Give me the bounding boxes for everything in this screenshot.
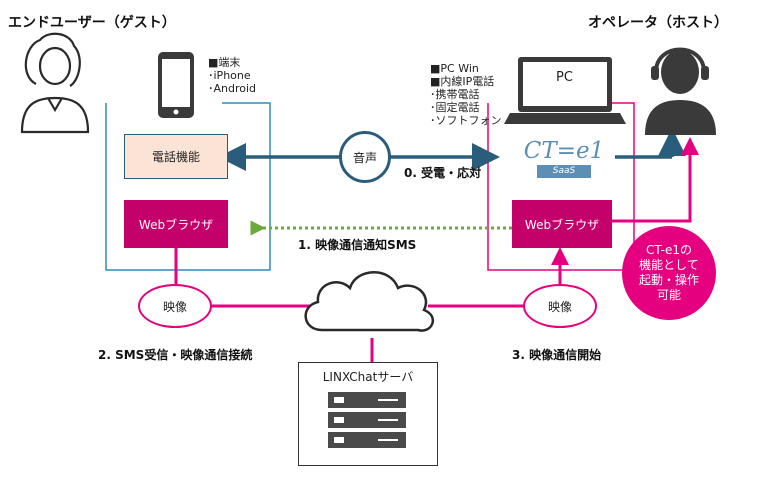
voice-label: 音声 bbox=[352, 150, 377, 165]
phone-function-label: 電話機能 bbox=[151, 150, 200, 164]
operator-browser-box: Webブラウザ bbox=[512, 200, 612, 248]
operator-device-list: ■PC Win ■内線IP電話 ･携帯電話 ･固定電話 ･ソフトフォン bbox=[430, 62, 502, 127]
browser-to-operator-line bbox=[612, 137, 699, 223]
badge-line: 可能 bbox=[656, 288, 681, 302]
device-item: ･固定電話 bbox=[430, 101, 480, 114]
end-user-device-list: ■端末 ･iPhone ･Android bbox=[208, 56, 256, 95]
user-browser-label: Webブラウザ bbox=[138, 217, 214, 232]
end-user-person-icon bbox=[20, 32, 90, 134]
ct-e1-capability-badge: CT-e1の 機能として 起動・操作 可能 bbox=[622, 226, 716, 320]
device-item: ･ソフトフォン bbox=[430, 114, 502, 127]
operator-person-icon bbox=[645, 47, 716, 135]
cloud-icon bbox=[304, 271, 435, 332]
ct-e1-logo-sub: SaaS bbox=[537, 165, 591, 178]
video-left-label: 映像 bbox=[162, 299, 187, 314]
step1-label: 1. 映像通信通知SMS bbox=[298, 238, 417, 252]
pc-icon bbox=[504, 57, 626, 124]
device-item: ･Android bbox=[208, 82, 257, 95]
video-right-ellipse: 映像 bbox=[523, 284, 597, 328]
user-browser-box: Webブラウザ bbox=[124, 200, 228, 248]
server-label: LINXChatサーバ bbox=[322, 370, 414, 384]
step0-label: 0. 受電・応対 bbox=[404, 166, 482, 180]
ct-e1-logo: CT=e1 SaaS bbox=[518, 139, 610, 183]
badge-line: CT-e1の bbox=[646, 243, 692, 257]
phone-function-box: 電話機能 bbox=[124, 134, 228, 179]
video-left-ellipse: 映像 bbox=[138, 284, 212, 328]
badge-line: 機能として bbox=[639, 258, 699, 272]
device-item: ･携帯電話 bbox=[430, 88, 480, 101]
pc-screen-label: PC bbox=[556, 70, 573, 85]
device-item: ■内線IP電話 bbox=[430, 75, 495, 88]
step3-label: 3. 映像通信開始 bbox=[512, 348, 602, 362]
device-item: ■端末 bbox=[208, 56, 241, 69]
operator-title: オペレータ（ホスト） bbox=[588, 15, 728, 31]
end-user-frame bbox=[105, 102, 271, 271]
server-box: LINXChatサーバ bbox=[298, 362, 438, 466]
server-icon bbox=[328, 392, 406, 448]
voice-circle: 音声 bbox=[339, 131, 391, 183]
badge-line: 起動・操作 bbox=[638, 273, 699, 287]
end-user-title: エンドユーザー（ゲスト） bbox=[8, 15, 176, 31]
video-right-label: 映像 bbox=[547, 299, 572, 314]
device-item: ■PC Win bbox=[430, 62, 479, 75]
ct-e1-logo-main: CT=e1 bbox=[523, 138, 605, 164]
step2-label: 2. SMS受信・映像通信接続 bbox=[98, 348, 253, 362]
operator-browser-label: Webブラウザ bbox=[524, 217, 600, 232]
device-item: ･iPhone bbox=[208, 69, 251, 82]
